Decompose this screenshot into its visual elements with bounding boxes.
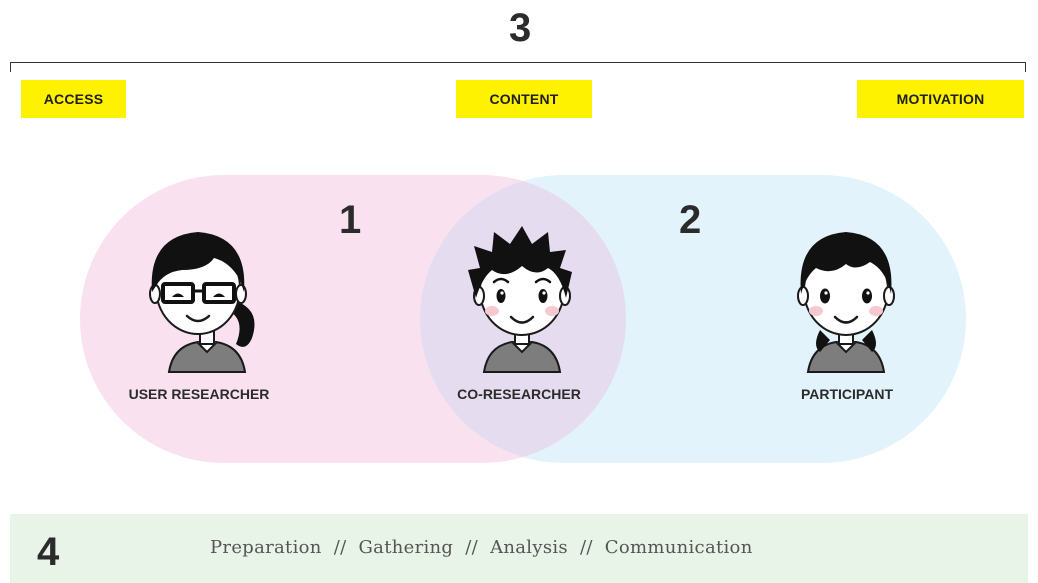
overlap-number-right: 2 [679,198,702,242]
tag-access: ACCESS [21,80,126,118]
tag-motivation: MOTIVATION [857,80,1024,118]
bottom-number: 4 [37,530,60,574]
phase-list: Preparation // Gathering // Analysis // … [210,537,753,558]
role-participant: PARTICIPANT [800,386,894,402]
co-researcher-avatar [468,226,572,373]
overlap-number-left: 1 [339,198,362,242]
phase-band [10,514,1028,583]
participant-avatar [797,232,895,373]
role-user-researcher: USER RESEARCHER [128,386,270,402]
role-co-researcher: CO-RESEARCHER [457,386,581,402]
user-researcher-avatar [149,232,255,373]
top-number: 3 [509,6,532,50]
tag-content: CONTENT [456,80,592,118]
bracket-line [10,62,1026,72]
overlap-region [420,175,626,463]
